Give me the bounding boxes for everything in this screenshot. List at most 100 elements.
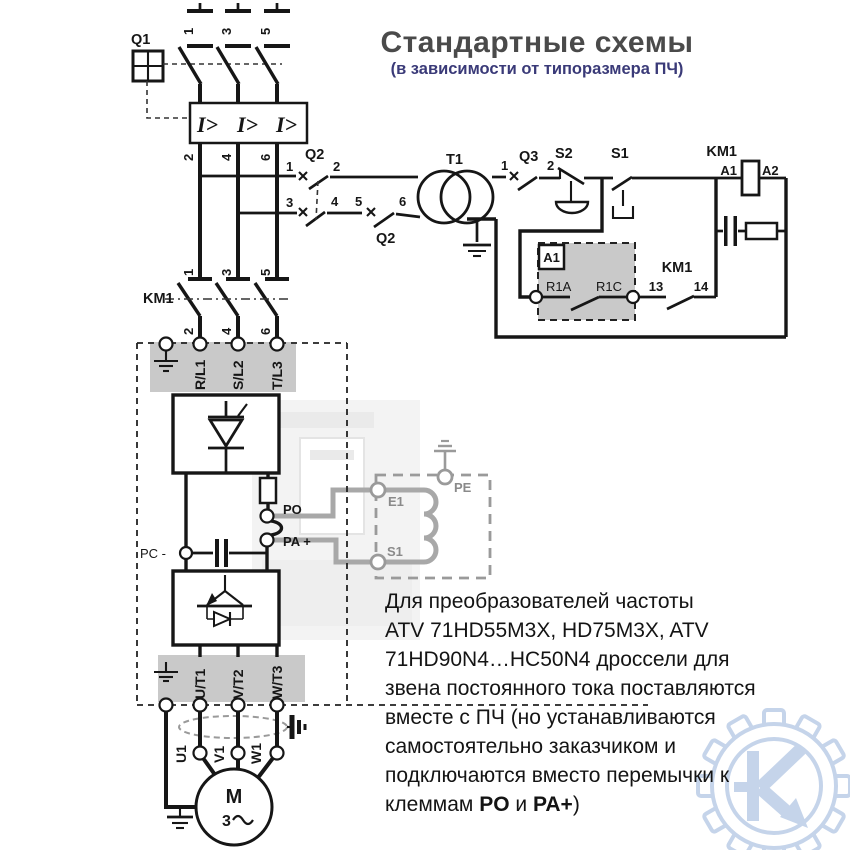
q1-terminal-2: 2 [181, 154, 196, 161]
note-line: самостоятельно заказчиком и [385, 735, 677, 758]
input-terminal-strip [150, 342, 296, 392]
dc-link: PO PA + PC - [140, 473, 311, 571]
cable-shield-icon [178, 715, 288, 739]
tl3-label: T/L3 [269, 361, 285, 390]
km1-terminal-3: 3 [219, 269, 234, 276]
note-line: звена постоянного тока поставляются [385, 677, 756, 700]
rl1-terminal [192, 336, 208, 352]
w1-terminal [269, 745, 285, 761]
km1-aux-label: KM1 [662, 260, 693, 276]
motor-earth-icon [167, 807, 193, 830]
po-terminal [259, 508, 275, 524]
motor-cable: U1 V1 W1 [164, 711, 307, 830]
ac-wave-icon [232, 814, 254, 826]
q1-terminal-1: 1 [181, 28, 196, 35]
note-line: подключаются вместо перемычки к [385, 764, 730, 787]
aux-14-label: 14 [694, 279, 709, 294]
snubber-resistor-icon [744, 221, 779, 241]
note-po-bold: PO [479, 793, 510, 816]
motor: M 3 [194, 767, 274, 847]
page-subtitle: (в зависимости от типоразмера ПЧ) [390, 60, 684, 78]
t1-label: T1 [446, 152, 463, 168]
km1-aux-contact: 13 KM1 14 [640, 260, 716, 311]
contactor-coil-km1: KM1 A1 A2 [706, 144, 788, 337]
v1-terminal [230, 745, 246, 761]
q3-label: Q3 [519, 149, 538, 165]
q1-terminal-5: 5 [258, 28, 273, 35]
transformer-t1: T1 [416, 152, 495, 225]
pe-earth-icon [434, 439, 456, 470]
pe-terminal [436, 468, 454, 486]
company-logo [696, 708, 850, 850]
control-circuit: 1 Q3 2 S2 S1 KM1 A1 A2 [463, 144, 788, 339]
input-earth-terminal [158, 336, 174, 352]
note-pre: клеммам [385, 793, 480, 816]
q2-label-2: Q2 [376, 231, 395, 247]
choke-e1-terminal [369, 481, 387, 499]
overcurrent-icon: I> [196, 112, 218, 137]
note-line: 71HD90N4…HC50N4 дроссели для [385, 648, 730, 671]
bus-capacitor-icon [215, 539, 219, 567]
q3-terminal-1: 1 [501, 158, 508, 173]
motor-phase-label: 3 [222, 813, 231, 830]
u1-terminal [192, 745, 208, 761]
breaker-q1: Q1 1 3 5 I> I> I> 2 4 6 [131, 3, 309, 161]
note-line: Для преобразователей частоты [385, 590, 694, 613]
logo-k-arrow-icon [734, 744, 808, 828]
page-title: Стандартные схемы [380, 26, 694, 59]
vt2-terminal [230, 697, 246, 713]
overcurrent-icon: I> [275, 112, 297, 137]
phase-lines [198, 143, 279, 277]
q2-terminal-1: 1 [286, 159, 293, 174]
km1-main-contacts: 1 3 5 KM1 2 4 6 [143, 269, 290, 340]
shield-earth-icon [287, 715, 307, 739]
r1c-label: R1C [596, 279, 622, 294]
output-earth-terminal [158, 697, 174, 713]
q2-label: Q2 [305, 147, 324, 163]
mushroom-head-icon [554, 200, 590, 215]
po-label: PO [283, 502, 302, 517]
q1-terminal-4: 4 [219, 153, 234, 161]
a1-tag: A1 [543, 250, 560, 265]
dc-choke-option: PE E1 S1 [273, 439, 492, 580]
fault-relay-block-a1: A1 R1A R1C [528, 242, 641, 321]
emergency-stop-s2: S2 [554, 146, 590, 215]
sl2-terminal [230, 336, 246, 352]
pa-label: PA + [283, 534, 311, 549]
note-line: вместе с ПЧ (но устанавливаются [385, 706, 716, 729]
ut1-label: U/T1 [192, 668, 208, 699]
tl3-terminal [269, 336, 285, 352]
q2-terminal-6: 6 [399, 194, 406, 209]
snubber-capacitor-icon [724, 216, 728, 246]
km1-terminal-5: 5 [258, 269, 273, 276]
output-terminal-strip [158, 655, 305, 702]
po-pa-jumper [270, 519, 284, 537]
vt2-label: V/T2 [230, 669, 246, 699]
s1-label: S1 [611, 146, 629, 162]
start-button-s1: S1 [611, 146, 635, 220]
pe-label: PE [454, 480, 472, 495]
q2-terminal-4: 4 [331, 194, 339, 209]
thyristor-icon [207, 401, 248, 473]
v1-label: V1 [211, 746, 227, 763]
choke-s1-terminal [369, 553, 387, 571]
drive-output-terminals: U/T1 V/T2 W/T3 [154, 662, 285, 713]
km1-a2-label: A2 [762, 163, 779, 178]
overcurrent-icon: I> [236, 112, 258, 137]
km1-a1-label: A1 [720, 163, 737, 178]
t1-earth-icon [463, 243, 491, 258]
w1-label: W1 [248, 743, 264, 764]
u1-label: U1 [173, 745, 189, 763]
aux-13-label: 13 [649, 279, 663, 294]
q2-terminal-5: 5 [355, 194, 362, 209]
inverter-block [171, 569, 281, 657]
disconnector-q2: 1 Q2 2 3 4 5 6 Q2 [200, 147, 421, 247]
note-pa-bold: PA+ [532, 793, 573, 816]
note-last-line: клеммам PO и PA+) [385, 790, 805, 819]
overcurrent-release-box [188, 101, 309, 145]
wt3-terminal [269, 697, 285, 713]
note-post: ) [572, 793, 580, 816]
note-text: Для преобразователей частоты ATV 71HD55M… [385, 587, 805, 819]
